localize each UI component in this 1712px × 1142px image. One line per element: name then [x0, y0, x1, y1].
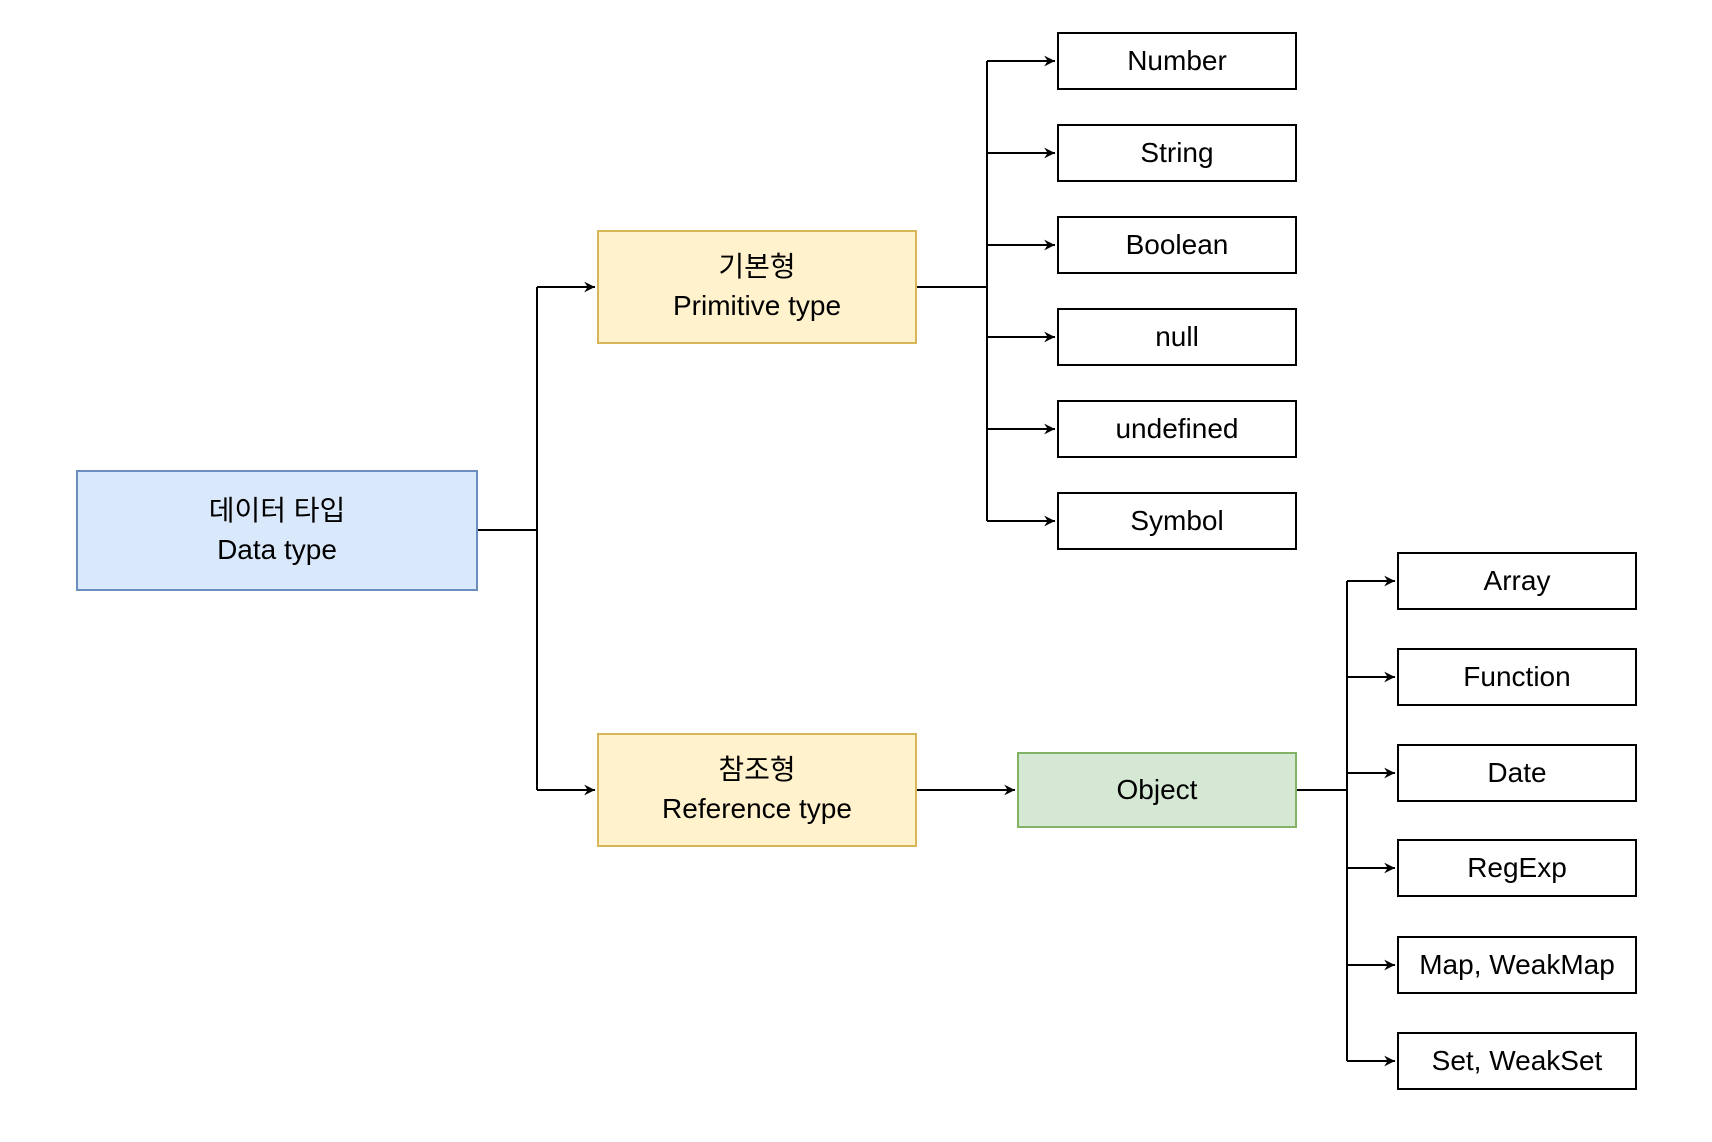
- node-undefined: undefined: [1057, 400, 1297, 458]
- node-primitive-label-ko: 기본형: [718, 251, 796, 283]
- node-primitive-label-en: Primitive type: [672, 290, 842, 321]
- node-reference-label-en: Reference type: [662, 793, 852, 824]
- node-data-type: 데이터 타입 Data type: [76, 470, 478, 591]
- node-symbol: Symbol: [1057, 492, 1297, 550]
- node-function: Function: [1397, 648, 1637, 706]
- node-array: Array: [1397, 552, 1637, 610]
- node-string: String: [1057, 124, 1297, 182]
- node-object: Object: [1017, 752, 1297, 828]
- node-null: null: [1057, 308, 1297, 366]
- node-number: Number: [1057, 32, 1297, 90]
- node-date: Date: [1397, 744, 1637, 802]
- node-object-label: Object: [1116, 773, 1198, 805]
- node-set-weakset: Set, WeakSet: [1397, 1032, 1637, 1090]
- node-boolean: Boolean: [1057, 216, 1297, 274]
- node-reference-label-ko: 참조형: [718, 754, 796, 786]
- node-map-weakmap: Map, WeakMap: [1397, 936, 1637, 994]
- node-data-type-label-en: Data type: [217, 533, 337, 565]
- node-reference-type: 참조형 Reference type: [597, 733, 917, 847]
- node-regexp: RegExp: [1397, 839, 1637, 897]
- node-primitive-type: 기본형 Primitive type: [597, 230, 917, 344]
- node-data-type-label-ko: 데이터 타입: [208, 494, 346, 526]
